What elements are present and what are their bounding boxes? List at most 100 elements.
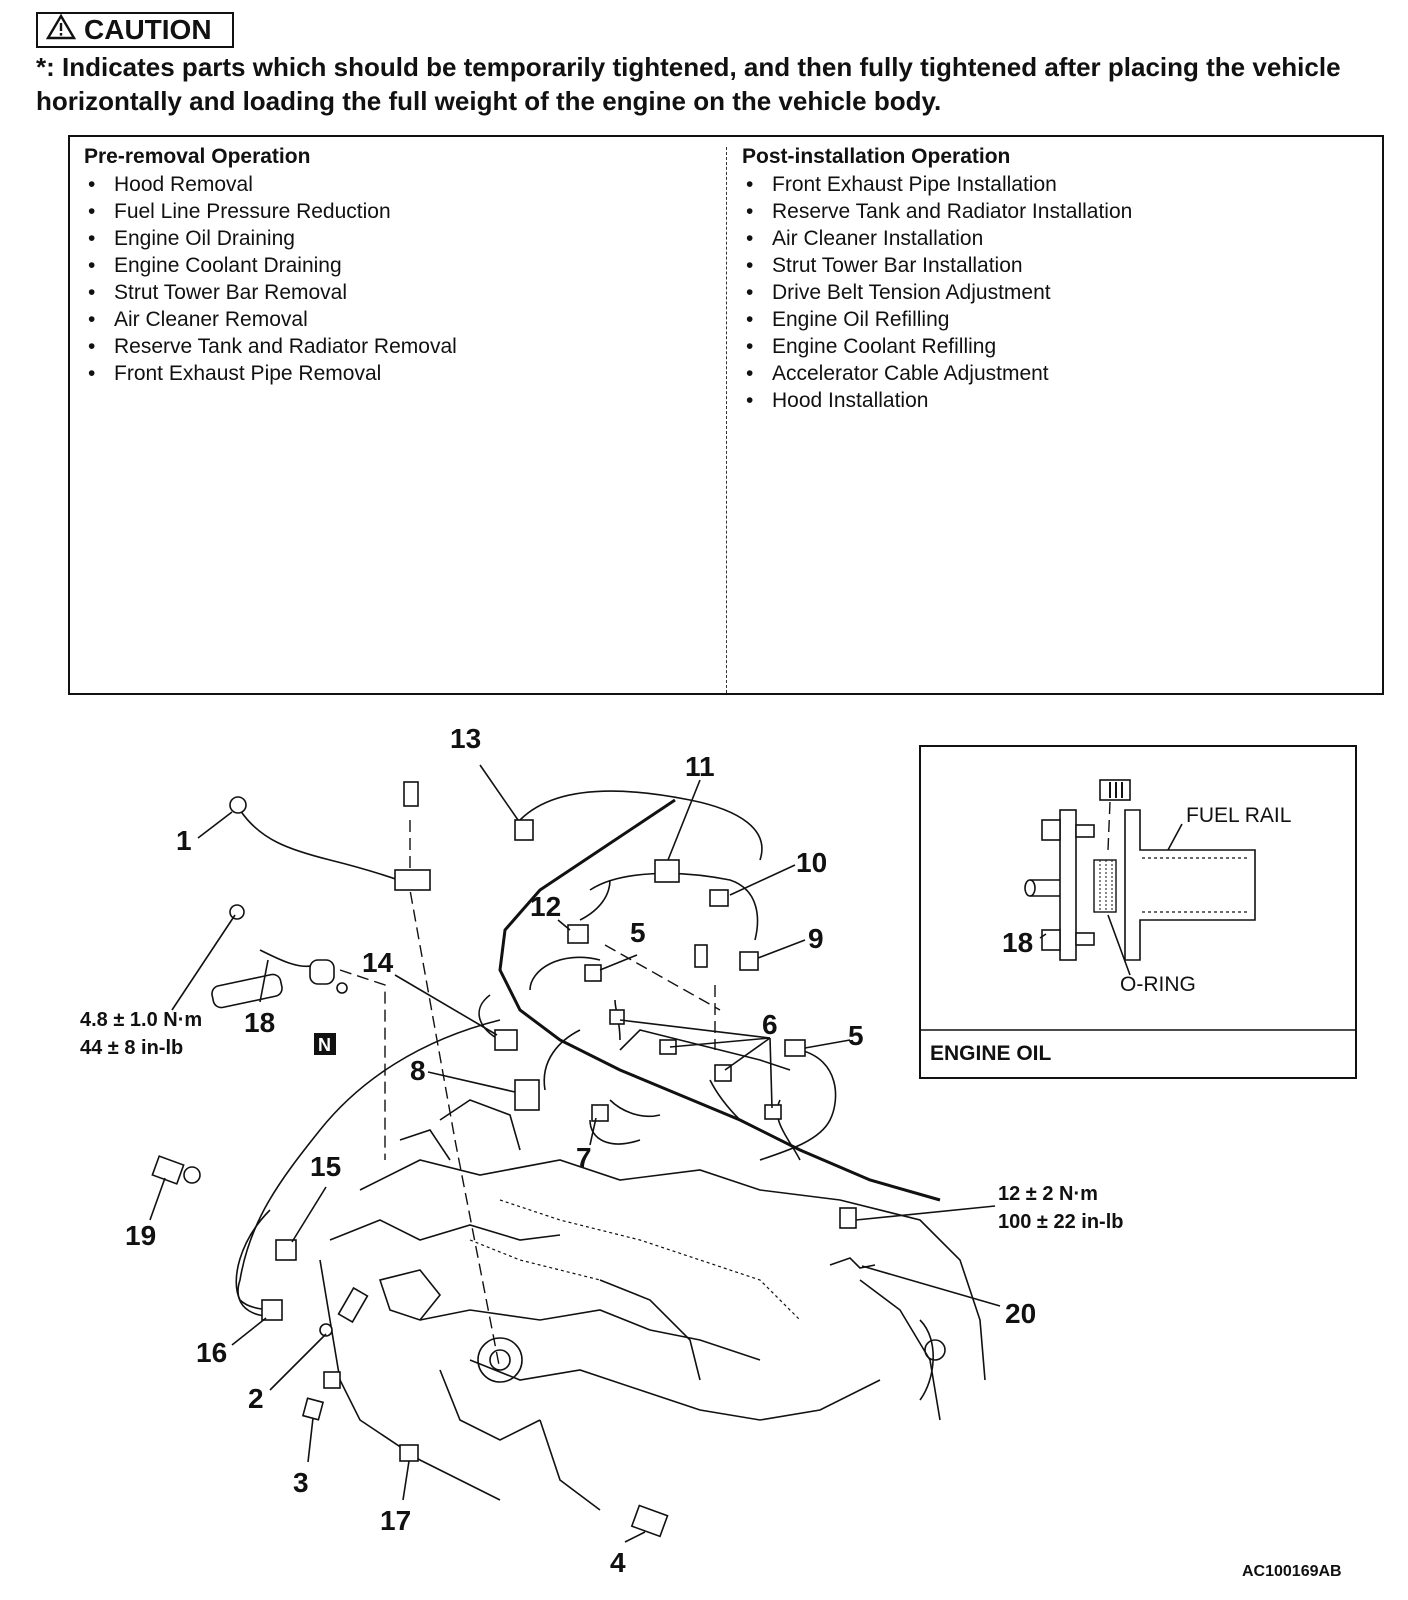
bracket-14 xyxy=(394,869,431,891)
callout-17: 17 xyxy=(380,1505,411,1536)
caution-heading: CAUTION xyxy=(36,12,234,48)
callout-4: 4 xyxy=(610,1547,626,1578)
bolt-top xyxy=(403,781,419,807)
list-item: Strut Tower Bar Installation xyxy=(742,252,1372,279)
list-item: Air Cleaner Removal xyxy=(84,306,724,333)
post-installation-list: Front Exhaust Pipe Installation Reserve … xyxy=(742,171,1372,414)
list-item: Engine Coolant Draining xyxy=(84,252,724,279)
connector-10 xyxy=(709,889,729,907)
callout-7: 7 xyxy=(576,1142,592,1173)
callout-9: 9 xyxy=(808,923,824,954)
clamp-19 xyxy=(183,1166,201,1184)
caution-label: CAUTION xyxy=(84,14,212,45)
connector-5 xyxy=(584,964,602,982)
operations-table: Pre-removal Operation Hood Removal Fuel … xyxy=(68,135,1384,695)
sensor-1-tip xyxy=(229,796,247,814)
bolt-2 xyxy=(319,1323,333,1337)
list-item: Fuel Line Pressure Reduction xyxy=(84,198,724,225)
callout-19: 19 xyxy=(125,1220,156,1251)
alignment-lines xyxy=(339,820,721,1371)
leader-lines xyxy=(149,764,1001,1543)
connector-5b xyxy=(784,1039,806,1057)
connector-14 xyxy=(494,1029,518,1051)
inset-callout-18: 18 xyxy=(1002,927,1033,958)
list-item: Front Exhaust Pipe Installation xyxy=(742,171,1372,198)
callout-labels: 1 2 3 4 5 5 6 7 8 9 10 11 12 13 14 15 16… xyxy=(125,723,1036,1578)
callout-1: 1 xyxy=(176,825,192,856)
connector-12 xyxy=(567,924,589,944)
callout-18: 18 xyxy=(244,1007,275,1038)
callout-10: 10 xyxy=(796,847,827,878)
inset-fuel-rail-label: FUEL RAIL xyxy=(1186,804,1291,827)
n-badge: N xyxy=(314,1033,336,1055)
pre-removal-column: Pre-removal Operation Hood Removal Fuel … xyxy=(84,145,724,387)
torque-spec-18-inlb: 44 ± 8 in-lb xyxy=(80,1037,183,1059)
engine-block-illustration xyxy=(319,1099,986,1511)
callout-6: 6 xyxy=(762,1009,778,1040)
connector-8 xyxy=(514,1079,540,1111)
hose-2 xyxy=(337,1286,369,1324)
list-item: Engine Oil Draining xyxy=(84,225,724,252)
callout-11: 11 xyxy=(685,751,715,782)
callout-12: 12 xyxy=(530,891,561,922)
callout-2: 2 xyxy=(248,1383,264,1414)
hose-19 xyxy=(151,1155,185,1185)
sensor-18 xyxy=(211,973,283,1009)
callout-15: 15 xyxy=(310,1151,341,1182)
o-ring-18 xyxy=(336,982,348,994)
n-badge-text: N xyxy=(318,1035,331,1055)
connector-17 xyxy=(399,1444,419,1462)
bolt-6 xyxy=(694,944,708,968)
connector-parts xyxy=(151,781,876,1538)
inset-flange xyxy=(1059,809,1077,961)
pre-removal-list: Hood Removal Fuel Line Pressure Reductio… xyxy=(84,171,724,387)
harness-lines xyxy=(235,790,941,1317)
sensor-20 xyxy=(829,1257,876,1269)
warning-triangle-icon xyxy=(45,13,77,47)
list-item: Engine Oil Refilling xyxy=(742,306,1372,333)
callout-5b: 5 xyxy=(848,1020,864,1051)
bolt-18 xyxy=(229,904,245,920)
inset-title: ENGINE OIL xyxy=(930,1042,1052,1065)
inset-bolt-bottom xyxy=(1041,929,1061,951)
wiring-harness-diagram: 1 2 3 4 5 5 6 7 8 9 10 11 12 13 14 15 16… xyxy=(80,723,1357,1580)
connector-16 xyxy=(261,1299,283,1321)
inset-bolt-shaft-bottom xyxy=(1075,932,1095,946)
column-divider xyxy=(726,147,727,693)
connector-6d xyxy=(764,1104,782,1120)
connector-15 xyxy=(275,1239,297,1261)
inset-o-ring-label: O-RING xyxy=(1120,973,1196,996)
list-item: Reserve Tank and Radiator Removal xyxy=(84,333,724,360)
caution-text: *: Indicates parts which should be tempo… xyxy=(36,52,1341,116)
callout-3: 3 xyxy=(293,1467,309,1498)
list-item: Drive Belt Tension Adjustment xyxy=(742,279,1372,306)
connector-7 xyxy=(591,1104,609,1122)
torque-spec-18-nm: 4.8 ± 1.0 N·m xyxy=(80,1009,202,1031)
torque-spec-20-nm: 12 ± 2 N·m xyxy=(998,1183,1098,1205)
connector-9 xyxy=(739,951,759,971)
hose-4 xyxy=(630,1504,669,1538)
sensor-18-head xyxy=(309,959,335,985)
post-installation-column: Post-installation Operation Front Exhaus… xyxy=(742,145,1372,414)
torque-spec-20-inlb: 100 ± 22 in-lb xyxy=(998,1211,1123,1233)
callout-14: 14 xyxy=(362,947,394,978)
inset-bolt-shaft-top xyxy=(1075,824,1095,838)
callout-8: 8 xyxy=(410,1055,426,1086)
connector-6a xyxy=(609,1009,625,1025)
callout-16: 16 xyxy=(196,1337,227,1368)
bolt-20 xyxy=(839,1207,857,1229)
post-installation-title: Post-installation Operation xyxy=(742,145,1011,168)
connector-13 xyxy=(514,819,534,841)
inset-bolt-top xyxy=(1041,819,1061,841)
figure-id: AC100169AB xyxy=(1242,1563,1342,1580)
engine-oil-inset: FUEL RAIL O-RING 18 ENGINE OIL xyxy=(919,745,1357,1079)
list-item: Hood Installation xyxy=(742,387,1372,414)
list-item: Hood Removal xyxy=(84,171,724,198)
list-item: Engine Coolant Refilling xyxy=(742,333,1372,360)
torque-specs: 4.8 ± 1.0 N·m 44 ± 8 in-lb 12 ± 2 N·m 10… xyxy=(80,1009,1123,1233)
callout-20: 20 xyxy=(1005,1298,1036,1329)
callout-5: 5 xyxy=(630,917,646,948)
connector-11 xyxy=(654,859,680,883)
list-item: Reserve Tank and Radiator Installation xyxy=(742,198,1372,225)
list-item: Air Cleaner Installation xyxy=(742,225,1372,252)
